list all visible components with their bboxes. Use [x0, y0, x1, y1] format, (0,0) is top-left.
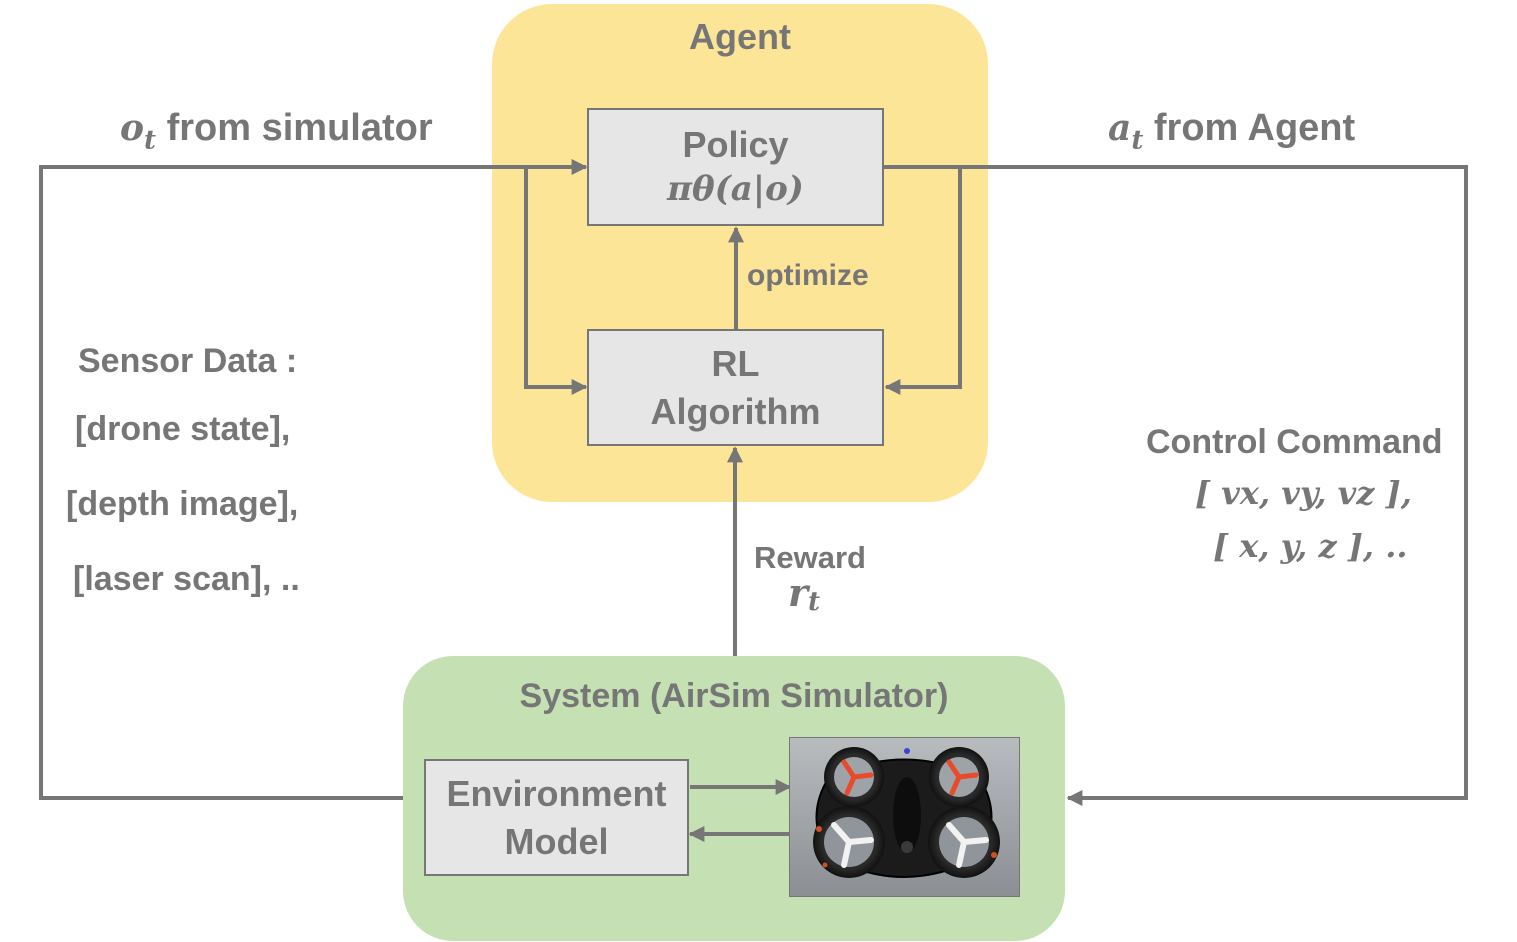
control-line2: [ x, y, z ], ..: [1213, 527, 1408, 565]
action-symbol: a: [1108, 107, 1132, 149]
environment-model-box: Environment Model: [424, 759, 689, 876]
rl-label-line2: Algorithm: [650, 390, 821, 432]
quadcopter-drone-image: [788, 736, 1021, 898]
observation-text: from simulator: [166, 107, 433, 149]
rotor: [813, 806, 885, 878]
observation-label: ot from simulator: [120, 107, 433, 156]
system-title: System (AirSim Simulator): [519, 677, 949, 715]
sensor-item: [drone state],: [75, 410, 291, 448]
reward-symbol-group: rt: [788, 570, 820, 617]
environment-line2: Model: [504, 820, 609, 862]
action-to-rl-line: [884, 167, 962, 395]
observation-subscript: t: [144, 125, 157, 156]
reward-symbol: r: [788, 570, 809, 615]
action-line: [884, 165, 1468, 806]
action-subscript: t: [1131, 125, 1144, 156]
action-text: from Agent: [1153, 107, 1356, 149]
control-title: Control Command: [1146, 423, 1443, 461]
policy-label: Policy: [682, 124, 789, 165]
rotor: [929, 747, 989, 807]
environment-line1: Environment: [446, 772, 667, 814]
rotor: [928, 806, 1000, 878]
policy-box: Policy πθ(a|o): [587, 108, 884, 226]
reward-label: Reward: [754, 540, 866, 575]
sensor-title: Sensor Data :: [78, 342, 298, 380]
action-label: at from Agent: [1108, 107, 1355, 156]
sensor-item: [depth image],: [66, 485, 299, 523]
observation-symbol: o: [120, 107, 145, 149]
rl-algorithm-box: RL Algorithm: [587, 329, 884, 446]
reward-subscript: t: [808, 587, 821, 618]
observation-line: [39, 159, 588, 800]
agent-title: Agent: [689, 16, 791, 57]
policy-formula: πθ(a|o): [667, 169, 804, 209]
rotor: [824, 747, 884, 807]
control-line1: [ vx, vy, vz ],: [1195, 474, 1412, 512]
optimize-label: optimize: [747, 259, 869, 292]
sensor-item: [laser scan], ..: [73, 560, 300, 598]
rl-label-line1: RL: [711, 342, 760, 384]
observation-to-rl-line: [524, 167, 588, 395]
